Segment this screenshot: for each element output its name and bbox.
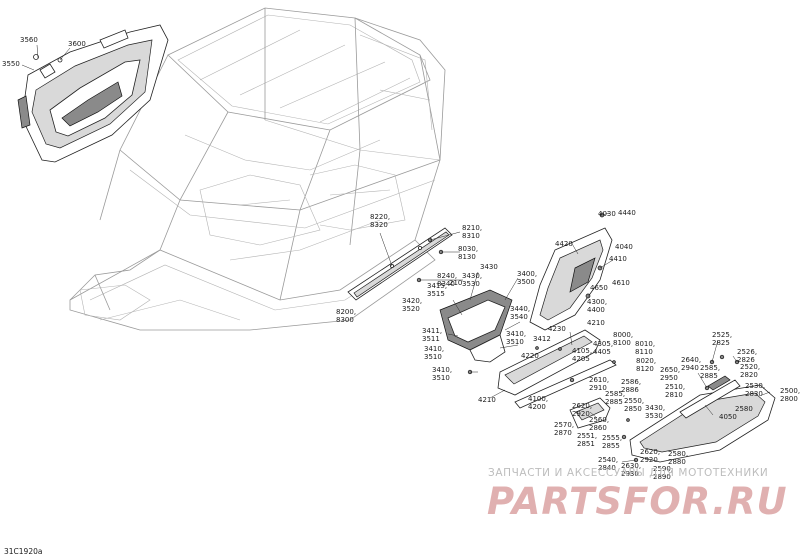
callout-2526-2826: 2526, 2826 [737,348,758,364]
callout-2640-2940: 2640, 2940 [681,356,702,372]
callout-2585-2885-a: 2585, 2885 [700,364,721,380]
callout-2586-2886: 2586, 2886 [621,378,642,394]
callout-2585-2885-b: 2585, 2885 [605,390,626,406]
lower-sill-panel [497,329,617,409]
callout-3411-3511: 3411, 3511 [422,327,443,343]
callout-2580-2880: 2580, 2880 [668,450,689,466]
callout-8030-8130: 8030, 8130 [458,245,479,261]
callout-2540-2840: 2540, 2840 [598,456,619,472]
callout-4610: 4610 [612,279,630,287]
callout-4210-b: 4210 [478,396,496,404]
watermark-brand-logo: PARTSFOR.RU [487,480,788,523]
callout-3560: 3560 [20,36,38,44]
callout-3410-3510-a: 3410, 3510 [424,345,445,361]
watermark-tagline: ЗАПЧАСТИ И АКСЕССУАРЫ ДЛЯ МОТОТЕХНИКИ [488,467,769,479]
front-lower-panel [439,289,513,363]
callout-4420: 4420 [555,240,573,248]
callout-2550-2850: 2550, 2850 [624,397,645,413]
leader-lines [21,44,771,463]
callout-3430: 3430 [480,263,498,271]
callout-4210-a: 4210 [587,319,605,327]
callout-2555-2855: 2555, 2855 [602,434,623,450]
door-panel-assembly [17,24,169,163]
callout-3400-3500: 3400, 3500 [517,270,538,286]
callout-4440: 4440 [618,209,636,217]
callout-3430-3530: 3430, 3530 [462,272,483,288]
callout-4030: 4030 [598,210,616,218]
callout-4220: 4220 [521,352,539,360]
callout-4650: 4650 [590,284,608,292]
callout-4300-4400: 4300, 4400 [587,298,608,314]
callout-210: 210 [449,279,463,287]
callout-4040: 4040 [615,243,633,251]
callout-4105-4205: 4105, 4205 [572,347,593,363]
callout-2500-2800: 2500, 2800 [780,387,800,403]
mid-side-panel [529,227,613,331]
callout-8010-8110: 8010, 8110 [635,340,656,356]
callout-2630-2930: 2630, 2930 [621,462,642,478]
callout-8240-8340: 8240, 8340 [437,272,458,288]
callout-3420-3520: 3420, 3520 [402,297,423,313]
callout-4305-4405: 4305, 4405 [593,340,614,356]
callout-2570-2870: 2570, 2870 [554,421,575,437]
callout-2551-2851: 2551, 2851 [577,432,598,448]
chassis-frame [69,7,446,331]
bracket-2610 [569,397,611,429]
rear-side-panel [629,375,776,463]
callout-3415-3515: 3415, 3515 [427,282,448,298]
callout-2525-2825: 2525, 2825 [712,331,733,347]
callout-8220-8320: 8220, 8320 [370,213,391,229]
callout-8020-8120: 8020, 8120 [636,357,657,373]
callout-2590-2890: 2590, 2890 [653,465,674,481]
callout-2520-2820: 2520, 2820 [740,363,761,379]
callout-3410-3510-b: 3410, 3510 [506,330,527,346]
callout-2610-2910: 2610, 2910 [589,376,610,392]
callout-8000-8100: 8000, 8100 [613,331,634,347]
callout-3440-3540: 3440, 3540 [510,305,531,321]
callout-dots [535,346,630,422]
callout-2620-2920-a: 2620, 2920 [572,402,593,418]
callout-2650-2950: 2650, 2950 [660,366,681,382]
callout-3600: 3600 [68,40,86,48]
callout-3430-3530-b: 3430, 3530 [645,404,666,420]
callout-4050: 4050 [719,413,737,421]
callout-2620-2920-b: 2620, 2920 [640,448,661,464]
callout-3410-3510-c: 3410, 3510 [432,366,453,382]
callout-4410: 4410 [609,255,627,263]
callout-2510-2810: 2510, 2810 [665,383,686,399]
callout-2560-2860: 2560, 2860 [589,416,610,432]
callout-4100-4200: 4100, 4200 [528,395,549,411]
callout-3412: 3412 [533,335,551,343]
callout-4230: 4230 [548,325,566,333]
callout-2580-a: 2580 [735,405,753,413]
callout-3550: 3550 [2,60,20,68]
callout-8210-8310: 8210, 8310 [462,224,483,240]
callout-2530-2830: 2530, 2830 [745,382,766,398]
diagram-reference-code: 31C1920a [4,547,43,556]
callout-8200-8300: 8200, 8300 [336,308,357,324]
